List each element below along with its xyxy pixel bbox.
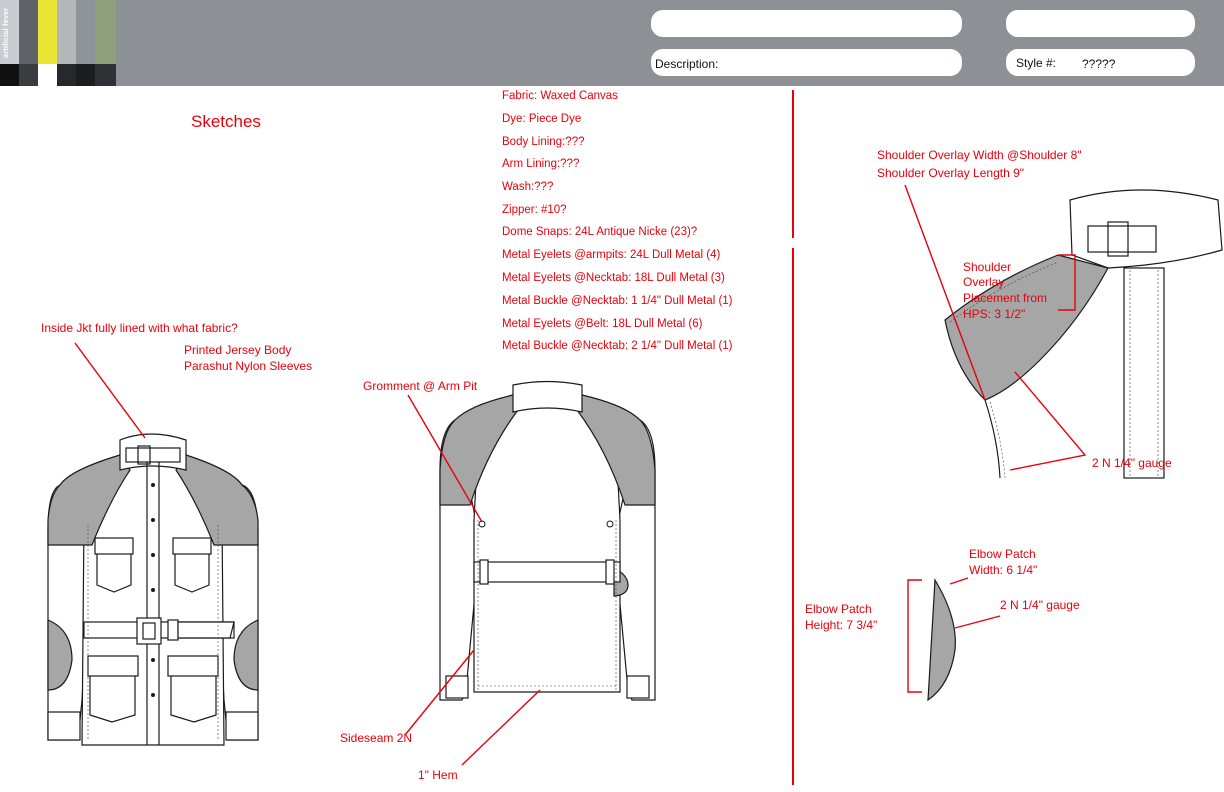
code-field[interactable] — [1006, 10, 1195, 37]
style-value: ????? — [1082, 57, 1116, 71]
neck-buckle — [137, 445, 151, 465]
section-divider — [792, 248, 794, 785]
back-belt — [473, 561, 621, 583]
swatch — [95, 0, 116, 64]
elbow-gauge-note: 2 N 1/4" gauge — [1000, 598, 1080, 612]
elbow-width-note: Elbow Patch — [969, 547, 1036, 561]
right-chest-flap — [172, 537, 212, 555]
back-right-shoulder-overlay — [576, 394, 656, 506]
spec-item: Wash:??? — [502, 181, 554, 193]
shoulder-placement-note: HPS: 3 1/2" — [963, 307, 1026, 321]
swatch — [38, 64, 57, 86]
swatch — [38, 0, 57, 64]
lining-question-note: Inside Jkt fully lined with what fabric? — [41, 321, 238, 335]
detail-armhole — [984, 399, 1001, 479]
spec-item: Metal Buckle @Necktab: 2 1/4" Dull Metal… — [502, 340, 733, 352]
back-belt-loop — [479, 559, 489, 585]
right-elbow-patch — [233, 619, 259, 691]
section-divider — [792, 90, 794, 238]
spec-item: Zipper: #10? — [502, 204, 567, 216]
spec-item: Dome Snaps: 24L Antique Nicke (23)? — [502, 226, 698, 238]
lining-sleeves-note: Parashut Nylon Sleeves — [184, 359, 313, 373]
spec-item: Metal Eyelets @Belt: 18L Dull Metal (6) — [502, 318, 703, 330]
swatch — [19, 64, 38, 86]
swatch — [0, 64, 19, 86]
brand-swatches: artificial fever — [0, 0, 116, 86]
buckle-opening — [142, 622, 156, 640]
shoulder-gauge-note: 2 N 1/4" gauge — [1092, 456, 1172, 470]
shoulder-detail-sketch — [944, 189, 1223, 479]
spec-item: Arm Lining:??? — [502, 158, 580, 170]
elbow-height-note: Elbow Patch — [805, 602, 872, 616]
back-belt-loop — [605, 559, 615, 585]
left-lower-flap — [87, 655, 139, 677]
stitch-line — [989, 401, 1006, 479]
left-cuff — [47, 711, 81, 741]
detail-placket — [1123, 267, 1165, 479]
armpit-eyelet — [606, 520, 614, 528]
lining-body-note: Printed Jersey Body — [184, 343, 292, 357]
shoulder-length-note: Shoulder Overlay Length 9" — [877, 166, 1025, 180]
left-chest-flap — [94, 537, 134, 555]
back-left-cuff — [445, 675, 469, 699]
swatch — [57, 64, 76, 86]
stitch-line — [1129, 270, 1159, 478]
name-field[interactable] — [651, 10, 962, 37]
page-title: Sketches — [191, 112, 261, 131]
detail-elbow-patch — [927, 578, 956, 702]
detail-neck-tab — [1087, 225, 1157, 253]
header-bar: artificial fever Description: Style #: ?… — [0, 0, 1224, 86]
shoulder-placement-note: Shoulder — [963, 260, 1012, 274]
shoulder-placement-note: Overlay — [963, 275, 1005, 289]
belt-tail — [177, 621, 235, 639]
snap-buttons — [151, 483, 155, 697]
stitch-line — [949, 261, 1059, 323]
spec-item: Body Lining:??? — [502, 136, 585, 148]
spec-item: Fabric: Waxed Canvas — [502, 90, 618, 102]
shoulder-width-note: Shoulder Overlay Width @Shoulder 8" — [877, 148, 1082, 162]
swatch — [95, 64, 116, 86]
elbow-width-note: Width: 6 1/4" — [969, 563, 1038, 577]
left-shoulder-overlay — [47, 454, 131, 546]
right-shoulder-overlay — [175, 454, 259, 546]
swatch — [19, 0, 38, 64]
spec-item: Metal Eyelets @Necktab: 18L Dull Metal (… — [502, 272, 725, 284]
right-lower-flap — [167, 655, 219, 677]
annotation-leaders — [74, 184, 1087, 766]
spec-item: Dye: Piece Dye — [502, 113, 582, 125]
spec-item: Metal Buckle @Necktab: 1 1/4" Dull Metal… — [502, 295, 733, 307]
left-elbow-patch — [47, 619, 73, 691]
right-cuff — [225, 711, 259, 741]
swatch — [76, 64, 95, 86]
description-label: Description: — [655, 57, 719, 71]
back-left-shoulder-overlay — [439, 394, 519, 506]
swatch — [0, 0, 19, 64]
description-field[interactable]: Description: — [651, 49, 962, 76]
belt-loop — [167, 619, 179, 641]
hem-note: 1" Hem — [418, 768, 458, 782]
back-right-cuff — [626, 675, 650, 699]
elbow-height-note: Height: 7 3/4" — [805, 618, 878, 632]
back-jacket-sketch — [439, 380, 656, 701]
detail-buckle — [1107, 221, 1129, 257]
gromment-note: Gromment @ Arm Pit — [363, 379, 478, 393]
swatch — [57, 0, 76, 64]
swatch — [76, 0, 95, 64]
spec-item: Metal Eyelets @armpits: 24L Dull Metal (… — [502, 249, 721, 261]
front-jacket-sketch — [47, 433, 259, 746]
back-collar — [512, 380, 583, 413]
shoulder-placement-note: Placement from — [963, 291, 1048, 305]
neck-tab — [125, 447, 181, 463]
style-field[interactable]: Style #: ????? — [1006, 49, 1195, 76]
sideseam-note: Sideseam 2N — [340, 731, 413, 745]
style-label: Style #: — [1016, 56, 1057, 70]
elbow-patch-detail — [927, 578, 956, 702]
